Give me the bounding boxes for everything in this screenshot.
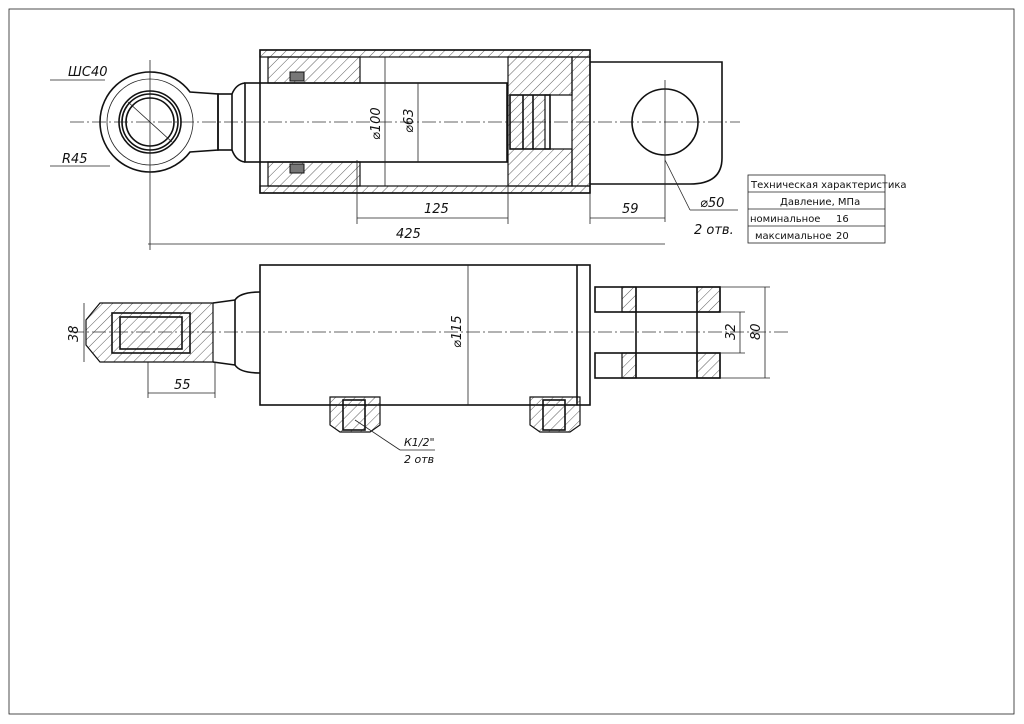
spec-table: Техническая характеристика Давление, МПа… [747,174,907,244]
clevis-width-dim: 80 [749,323,764,340]
rod-eye-side [83,291,261,398]
gland [267,56,361,187]
spec-row-label: максимальное [755,231,831,242]
total-length-dim: 425 [396,227,421,242]
port-count-label: 2 отв [404,453,434,466]
hole-count-label: 2 отв. [694,223,734,238]
clevis-dim: 59 [622,202,639,217]
sheet-frame [8,8,1015,715]
body-dia-label: ⌀115 [450,315,465,348]
hole-dia-label: ⌀50 [700,196,724,211]
bore-label: ⌀100 [369,107,384,140]
eye-width-dim: 38 [67,325,82,342]
spec-row-label: номинальное [750,214,820,225]
stroke-dim: 125 [424,202,449,217]
spec-header: Давление, МПа [780,197,860,208]
seal [289,71,305,82]
port-left [329,396,381,433]
eye-length-dim: 55 [174,378,191,393]
radius-label: R45 [62,152,88,167]
side-view [70,264,790,451]
spec-row-value: 16 [836,214,849,225]
piston [507,56,573,187]
piston-rod [244,82,508,163]
clevis-side [594,286,770,379]
clevis-gap-dim: 32 [724,323,739,340]
rod-dia-label: ⌀63 [402,109,417,133]
port-thread-label: К1/2" [404,436,435,449]
spec-row-value: 20 [836,231,849,242]
spec-title: Техническая характеристика [750,180,907,191]
rod-eye [99,71,246,173]
end-cap [571,56,591,187]
top-view-section: ШС40 R45 ⌀100 ⌀63 125 59 425 ⌀50 2 отв. [50,49,740,250]
port-right [529,396,581,433]
bearing-label: ШС40 [68,65,108,80]
dimensions-top [50,57,738,245]
seal [289,163,305,174]
cylinder-body [259,264,591,406]
clevis [590,61,723,222]
